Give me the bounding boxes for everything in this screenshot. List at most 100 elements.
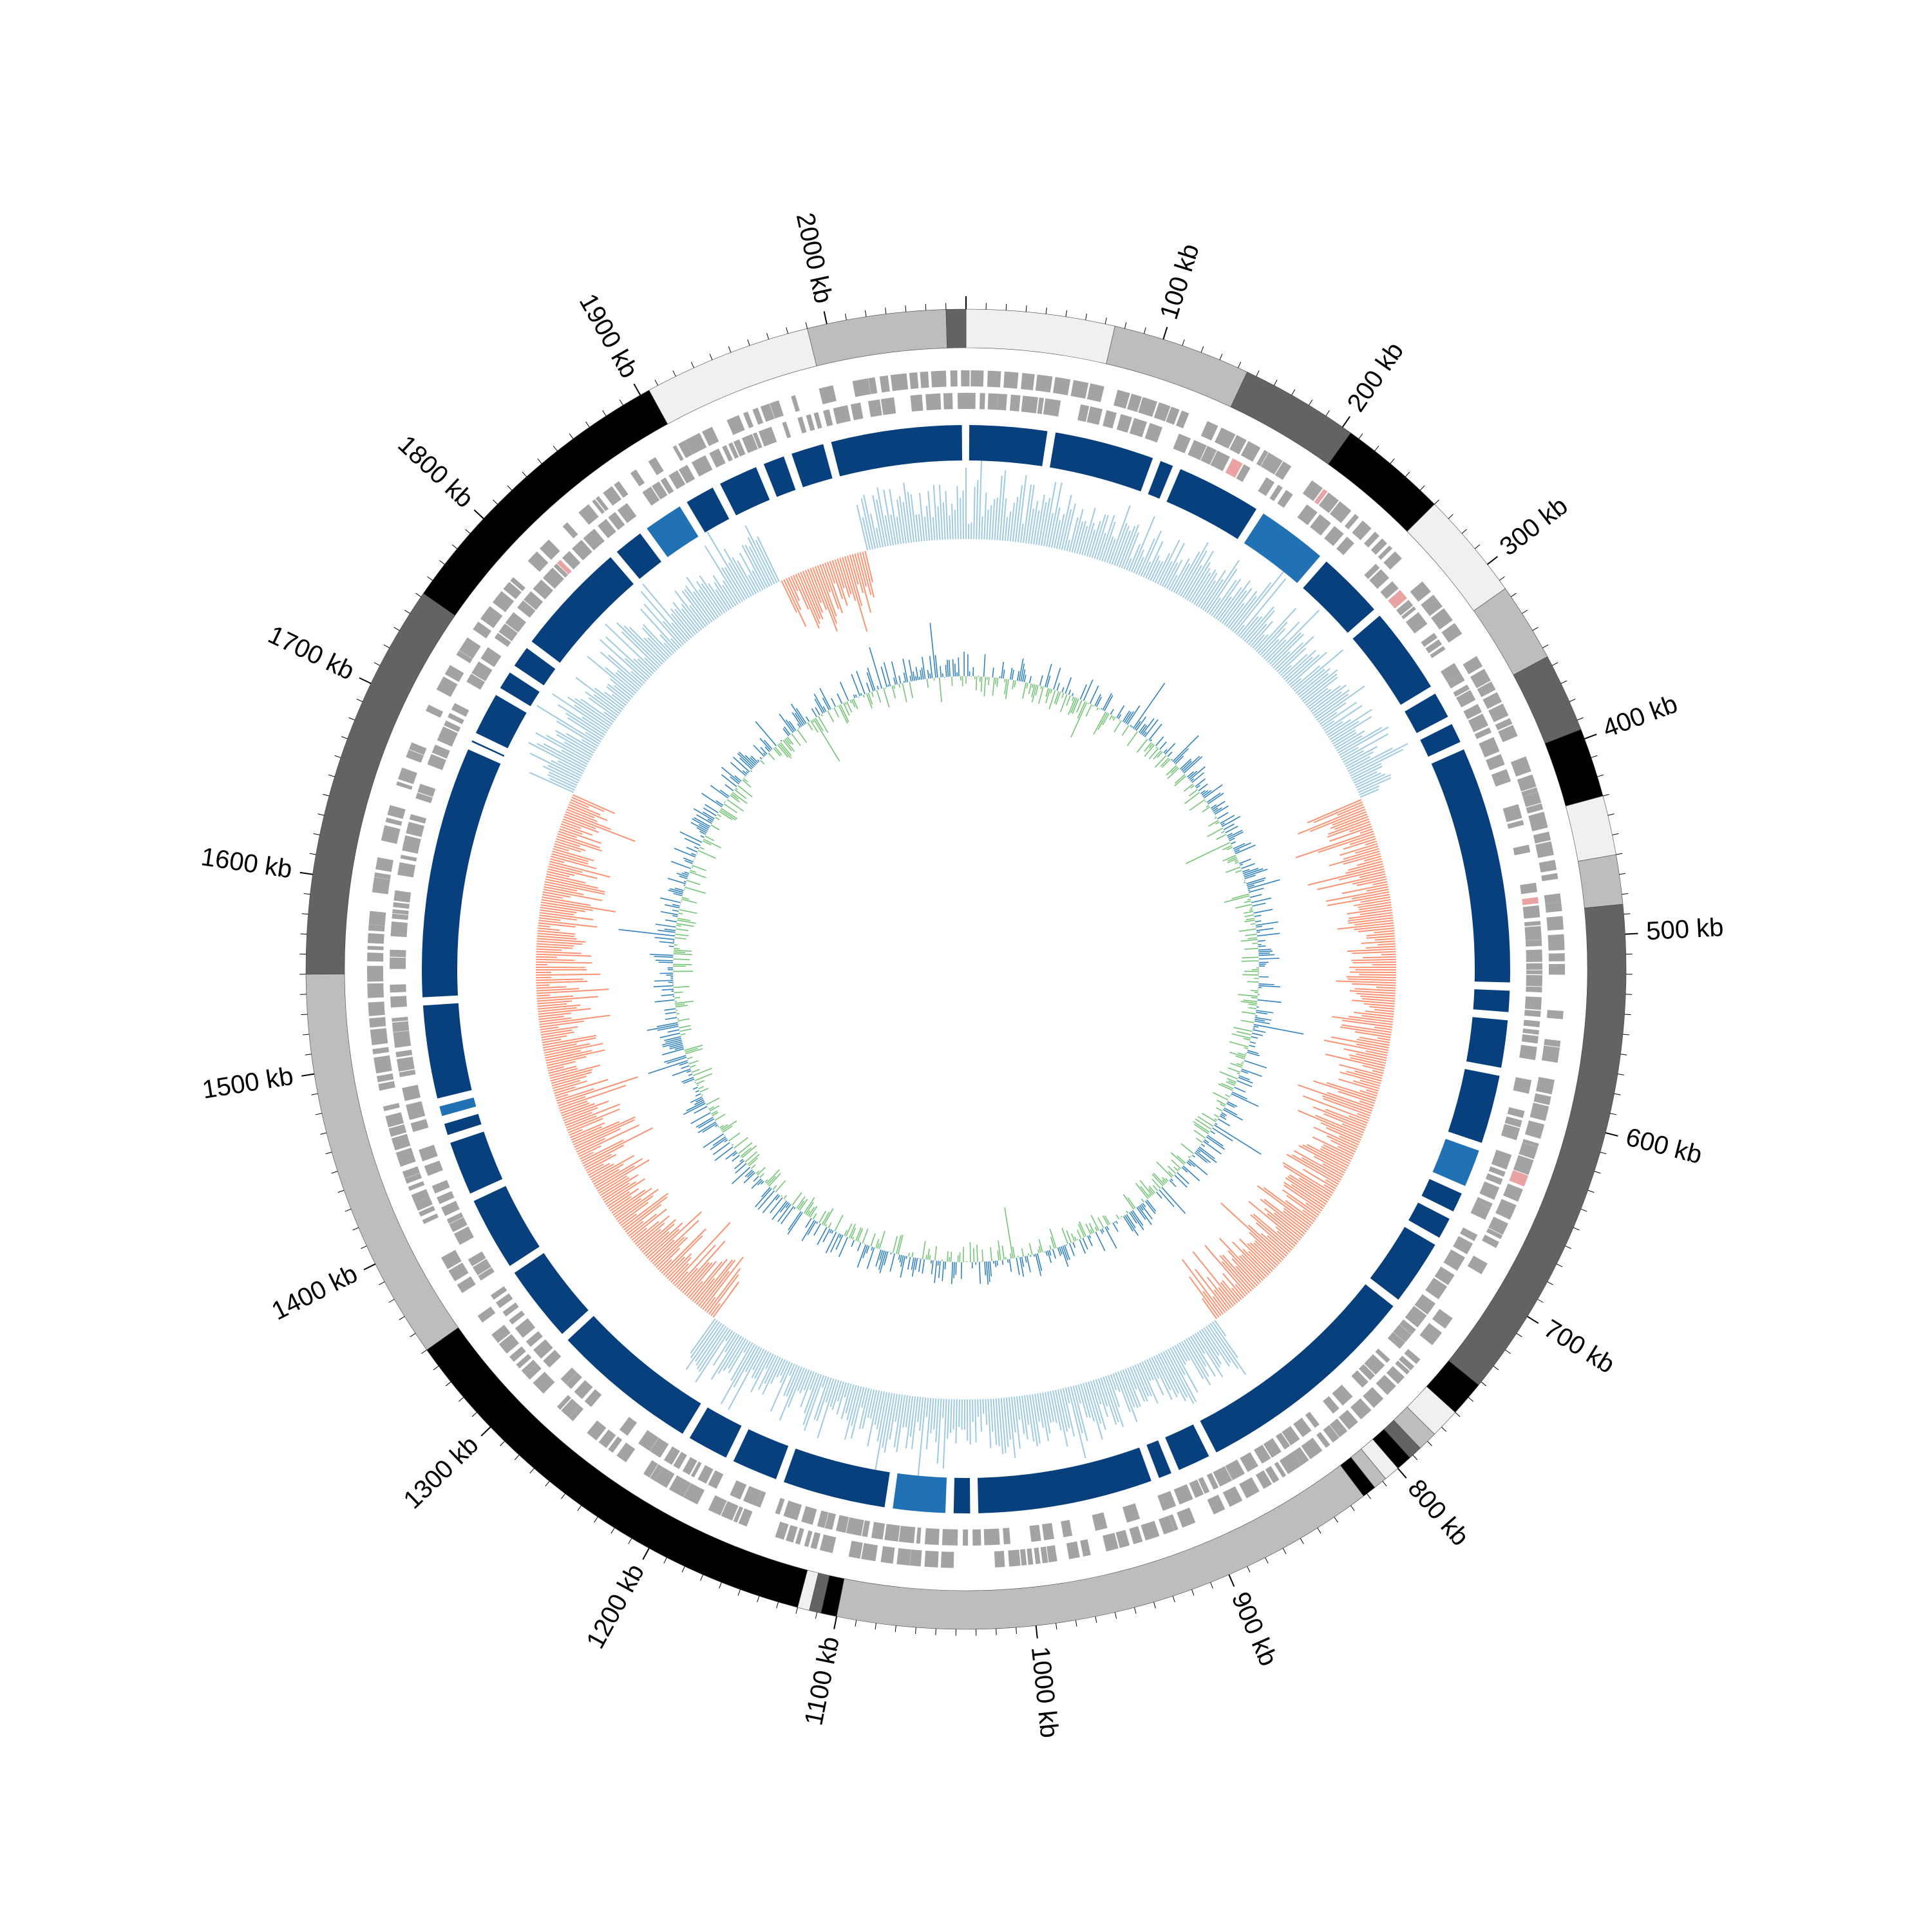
gene-feature [441,1200,460,1217]
gene-feature [925,393,942,411]
gc-content-bar [1359,1090,1378,1097]
gc-content-bar [1219,1255,1252,1292]
gc-skew-bar [1104,695,1113,712]
gene-feature [1324,526,1344,546]
gc-content-bar [1204,560,1240,612]
gc-skew-bar [1129,1212,1137,1224]
gc-content-bar [1356,992,1396,997]
position-label: 900 kb [1226,1588,1283,1671]
gc-skew-bar [1036,1253,1043,1271]
gc-skew-bar [1240,1070,1249,1074]
gc-skew-bar [780,742,792,757]
homology-block [1370,1227,1435,1300]
gc-skew-bar [1243,881,1246,884]
gc-skew-bar [648,1060,688,1074]
gc-content-bar [1010,1397,1016,1433]
gc-skew-bar [1219,1115,1227,1120]
gc-content-bar [554,840,586,851]
gene-feature [1470,1200,1491,1220]
gc-content-bar [681,591,709,626]
gc-content-bar [844,556,868,632]
gc-content-bar [1192,1251,1236,1305]
gc-content-bar [556,734,593,756]
gc-content-bar [1351,762,1382,779]
gc-content-bar [1222,1280,1240,1302]
gc-skew-bar [914,1258,918,1271]
gc-content-bar [1320,701,1358,727]
gc-skew-bar [665,904,680,909]
gc-content-bar [550,858,564,864]
gc-skew-bar [662,1041,683,1048]
gene-feature [1388,590,1407,609]
gc-skew-bar [1022,669,1026,682]
gc-content-bar [935,1398,940,1443]
gc-skew-bar [1164,743,1176,755]
gc-skew-bar [1252,902,1266,907]
gc-content-bar [1323,1097,1371,1117]
gc-skew-bar [1031,684,1036,697]
gc-skew-bar [866,672,874,692]
gc-content-bar [1017,475,1027,543]
gc-content-bar [1180,550,1208,597]
gc-skew-bar [768,1173,781,1187]
gc-content-bar [839,558,852,595]
gc-content-bar [536,938,586,943]
gc-skew-bar [940,666,942,677]
gc-content-bar [895,1394,900,1422]
gene-feature [1129,1526,1143,1544]
gc-skew-bar [1233,842,1251,851]
gc-skew-bar [1028,676,1032,683]
gc-content-bar [1223,587,1253,626]
gc-skew-bar [1030,1255,1032,1257]
gc-skew-bar [822,1211,830,1225]
gc-content-bar [1248,1200,1299,1243]
gc-skew-bar [1059,694,1068,712]
minor-tick [1505,1349,1511,1354]
gc-skew-bar [1153,750,1162,760]
gc-skew-bar [710,1137,727,1150]
gc-skew-bar [1177,1168,1180,1171]
gc-skew-bar [714,1113,726,1121]
minor-tick [1412,1455,1418,1461]
gc-skew-bar [1216,833,1227,840]
gene-feature [1239,1477,1260,1499]
gc-content-bar [1222,1273,1244,1299]
gc-content-bar [1167,1349,1197,1403]
gc-content-bar [645,1222,683,1257]
gc-content-bar [611,694,627,706]
homology-block [1432,1139,1479,1186]
gene-feature [867,399,882,417]
homology-block [1050,432,1153,492]
gc-skew-bar [1068,697,1076,715]
gc-content-bar [1219,580,1251,623]
gc-content-bar [1340,843,1378,857]
gc-content-bar [1240,616,1259,639]
gc-content-bar [826,562,836,584]
gc-content-bar [1107,1375,1121,1407]
gc-content-bar [560,823,593,836]
minor-tick [1551,662,1558,666]
minor-tick [1075,1620,1077,1627]
gc-skew-bar [690,1112,711,1124]
minor-tick [331,1171,338,1174]
gc-skew-bar [805,716,810,723]
gc-skew-bar [703,807,717,817]
gc-skew-bar [762,1193,779,1214]
gc-content-bar [816,1378,832,1422]
minor-tick [1617,1074,1624,1075]
gc-skew-bar [846,701,853,713]
contig-segment [965,308,1115,365]
gc-skew-bar [833,707,840,718]
gc-content-bar [896,499,905,544]
gc-skew-bar [1227,1067,1241,1073]
gene-feature [1526,974,1542,987]
gene-feature [1021,373,1035,390]
gc-skew-bar [742,779,752,788]
gc-content-bar [1354,1070,1383,1079]
gc-content-bar [976,480,979,540]
gc-skew-bar [871,1246,873,1251]
minor-tick [493,499,498,505]
gc-content-bar [1307,1144,1349,1167]
gc-skew-bar [690,822,708,832]
gc-skew-bar [1056,683,1060,691]
